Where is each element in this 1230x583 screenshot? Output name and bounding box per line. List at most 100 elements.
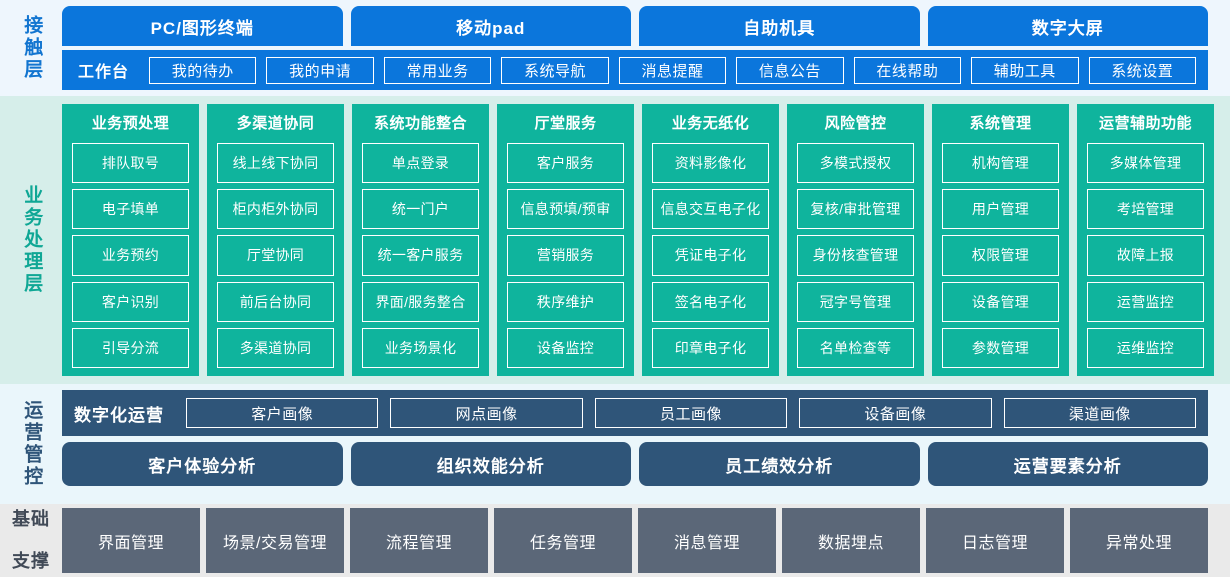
biz-item[interactable]: 业务场景化 — [362, 327, 479, 369]
biz-column-title: 业务预处理 — [91, 115, 170, 132]
channel-chip-mobile-pad[interactable]: 移动pad — [350, 6, 631, 46]
biz-column-ops-support: 运营辅助功能 多媒体管理 考培管理 故障上报 运营监控 运维监控 — [1077, 104, 1214, 376]
analysis-employee-performance[interactable]: 员工绩效分析 — [639, 442, 920, 486]
biz-item[interactable]: 用户管理 — [942, 189, 1059, 230]
biz-item[interactable]: 界面/服务整合 — [362, 281, 479, 322]
base-layer-label: 基础支撑 — [0, 508, 62, 573]
biz-item[interactable]: 参数管理 — [942, 327, 1059, 369]
biz-item[interactable]: 统一客户服务 — [362, 235, 479, 276]
channel-chip-digital-screen[interactable]: 数字大屏 — [927, 6, 1208, 46]
biz-column-title: 多渠道协同 — [236, 115, 315, 132]
biz-item[interactable]: 厅堂协同 — [217, 235, 334, 276]
ops-layer-label: 运营管控 — [0, 390, 62, 498]
biz-item[interactable]: 单点登录 — [362, 143, 479, 184]
biz-item[interactable]: 冠字号管理 — [797, 281, 914, 322]
biz-column-paperless: 业务无纸化 资料影像化 信息交互电子化 凭证电子化 签名电子化 印章电子化 — [642, 104, 779, 376]
biz-column-system-management: 系统管理 机构管理 用户管理 权限管理 设备管理 参数管理 — [932, 104, 1069, 376]
channel-row: PC/图形终端 移动pad 自助机具 数字大屏 — [62, 6, 1208, 46]
channel-chip-pc[interactable]: PC/图形终端 — [62, 6, 343, 46]
portrait-chip-device[interactable]: 设备画像 — [799, 398, 992, 428]
analysis-org-efficiency[interactable]: 组织效能分析 — [350, 442, 631, 486]
biz-item[interactable]: 业务预约 — [72, 235, 189, 276]
base-chip-message-management[interactable]: 消息管理 — [638, 508, 776, 573]
biz-column-preprocess: 业务预处理 排队取号 电子填单 业务预约 客户识别 引导分流 — [62, 104, 199, 376]
biz-column-title: 业务无纸化 — [671, 115, 750, 132]
biz-item[interactable]: 机构管理 — [942, 143, 1059, 184]
biz-item[interactable]: 考培管理 — [1087, 189, 1204, 230]
biz-item[interactable]: 客户服务 — [507, 143, 624, 184]
biz-column-title: 运营辅助功能 — [1098, 115, 1192, 132]
business-layer-label-text: 业务处理层 — [21, 185, 43, 295]
biz-item[interactable]: 复核/审批管理 — [797, 189, 914, 230]
biz-item[interactable]: 多媒体管理 — [1087, 143, 1204, 184]
biz-column-system-integration: 系统功能整合 单点登录 统一门户 统一客户服务 界面/服务整合 业务场景化 — [352, 104, 489, 376]
biz-item[interactable]: 统一门户 — [362, 189, 479, 230]
biz-item[interactable]: 权限管理 — [942, 235, 1059, 276]
biz-item[interactable]: 身份核查管理 — [797, 235, 914, 276]
biz-item[interactable]: 印章电子化 — [652, 327, 769, 369]
biz-column-multichannel: 多渠道协同 线上线下协同 柜内柜外协同 厅堂协同 前后台协同 多渠道协同 — [207, 104, 344, 376]
biz-item[interactable]: 信息交互电子化 — [652, 189, 769, 230]
workbench-item-my-application[interactable]: 我的申请 — [266, 56, 374, 84]
ops-layer-band: 运营管控 数字化运营 客户画像 网点画像 员工画像 设备画像 渠道画像 客户体验… — [0, 384, 1230, 504]
analysis-ops-elements[interactable]: 运营要素分析 — [927, 442, 1208, 486]
biz-item[interactable]: 多渠道协同 — [217, 327, 334, 369]
base-layer-label-lines: 基础支撑 — [12, 509, 50, 573]
base-layer-band: 基础支撑 界面管理 场景/交易管理 流程管理 任务管理 消息管理 数据埋点 日志… — [0, 504, 1230, 577]
biz-item[interactable]: 运维监控 — [1087, 327, 1204, 369]
biz-item[interactable]: 名单检查等 — [797, 327, 914, 369]
base-chip-task-management[interactable]: 任务管理 — [494, 508, 632, 573]
biz-item[interactable]: 设备管理 — [942, 281, 1059, 322]
touch-layer-body: PC/图形终端 移动pad 自助机具 数字大屏 工作台 我的待办 我的申请 常用… — [62, 6, 1230, 90]
biz-item[interactable]: 信息预填/预审 — [507, 189, 624, 230]
biz-item[interactable]: 营销服务 — [507, 235, 624, 276]
biz-item[interactable]: 设备监控 — [507, 327, 624, 369]
biz-item[interactable]: 柜内柜外协同 — [217, 189, 334, 230]
base-chip-data-tracking[interactable]: 数据埋点 — [782, 508, 920, 573]
biz-item[interactable]: 前后台协同 — [217, 281, 334, 322]
workbench-item-system-settings[interactable]: 系统设置 — [1088, 56, 1196, 84]
workbench-title: 工作台 — [78, 64, 130, 81]
analysis-row: 客户体验分析 组织效能分析 员工绩效分析 运营要素分析 — [62, 442, 1208, 486]
digital-ops-row: 数字化运营 客户画像 网点画像 员工画像 设备画像 渠道画像 — [62, 390, 1208, 436]
workbench-item-my-todo[interactable]: 我的待办 — [149, 56, 257, 84]
portrait-chip-branch[interactable]: 网点画像 — [390, 398, 583, 428]
base-chip-process-management[interactable]: 流程管理 — [350, 508, 488, 573]
base-chip-ui-management[interactable]: 界面管理 — [62, 508, 200, 573]
biz-item[interactable]: 线上线下协同 — [217, 143, 334, 184]
workbench-item-message-reminder[interactable]: 消息提醒 — [618, 56, 727, 84]
biz-item[interactable]: 运营监控 — [1087, 281, 1204, 322]
portrait-chip-employee[interactable]: 员工画像 — [594, 398, 788, 428]
base-chip-scenario-transaction-management[interactable]: 场景/交易管理 — [206, 508, 344, 573]
biz-item[interactable]: 资料影像化 — [652, 143, 769, 184]
touch-layer-band: 接触层 PC/图形终端 移动pad 自助机具 数字大屏 工作台 我的待办 我的申… — [0, 0, 1230, 96]
biz-item[interactable]: 客户识别 — [72, 281, 189, 322]
workbench-item-common-business[interactable]: 常用业务 — [383, 56, 492, 84]
digital-ops-title: 数字化运营 — [74, 405, 164, 425]
biz-item[interactable]: 秩序维护 — [507, 281, 624, 322]
base-chip-exception-handling[interactable]: 异常处理 — [1070, 508, 1208, 573]
portrait-chip-channel[interactable]: 渠道画像 — [1003, 398, 1197, 428]
biz-column-title: 系统功能整合 — [373, 115, 467, 132]
channel-chip-self-service[interactable]: 自助机具 — [639, 6, 920, 46]
biz-item[interactable]: 引导分流 — [72, 327, 189, 369]
biz-item[interactable]: 排队取号 — [72, 143, 189, 184]
workbench-item-auxiliary-tools[interactable]: 辅助工具 — [971, 56, 1079, 84]
ops-layer-body: 数字化运营 客户画像 网点画像 员工画像 设备画像 渠道画像 客户体验分析 组织… — [62, 390, 1230, 498]
biz-item[interactable]: 故障上报 — [1087, 235, 1204, 276]
biz-item[interactable]: 电子填单 — [72, 189, 189, 230]
biz-item[interactable]: 签名电子化 — [652, 281, 769, 322]
business-layer-band: 业务处理层 业务预处理 排队取号 电子填单 业务预约 客户识别 引导分流 多渠道… — [0, 96, 1230, 384]
ops-layer-label-text: 运营管控 — [21, 400, 43, 488]
workbench-item-online-help[interactable]: 在线帮助 — [853, 56, 962, 84]
business-layer-body: 业务预处理 排队取号 电子填单 业务预约 客户识别 引导分流 多渠道协同 线上线… — [62, 96, 1230, 384]
base-chip-log-management[interactable]: 日志管理 — [926, 508, 1064, 573]
biz-item[interactable]: 多模式授权 — [797, 143, 914, 184]
workbench-item-system-navigation[interactable]: 系统导航 — [501, 56, 609, 84]
biz-item[interactable]: 凭证电子化 — [652, 235, 769, 276]
touch-layer-label: 接触层 — [0, 6, 62, 90]
workbench-item-info-bulletin[interactable]: 信息公告 — [736, 56, 844, 84]
analysis-customer-experience[interactable]: 客户体验分析 — [62, 442, 343, 486]
portrait-chip-customer[interactable]: 客户画像 — [186, 398, 379, 428]
